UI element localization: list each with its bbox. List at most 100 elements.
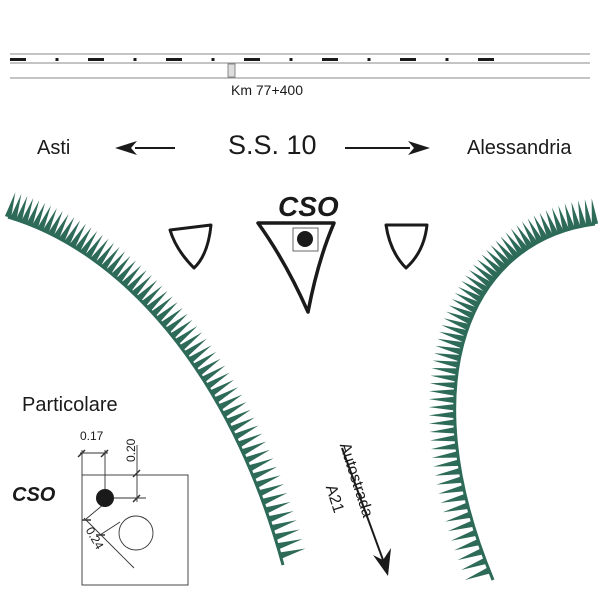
embankment-tooth bbox=[244, 449, 271, 464]
direction-left-label: Asti bbox=[37, 137, 71, 159]
embankment-tooth bbox=[222, 402, 247, 418]
embankment-tooth bbox=[429, 382, 456, 389]
arrow-right-icon bbox=[345, 141, 430, 155]
embankment-tooth bbox=[241, 441, 267, 456]
embankment-tooth bbox=[192, 351, 217, 370]
embankment-tooth bbox=[32, 202, 46, 228]
dimension-vertical: 0.20 bbox=[124, 438, 138, 462]
embankment-tooth bbox=[59, 216, 75, 242]
embankment-tooth bbox=[539, 212, 553, 238]
embankment-tooth bbox=[279, 548, 306, 559]
detail-drawing bbox=[77, 445, 189, 586]
embankment-tooth bbox=[69, 223, 86, 248]
embankment-tooth bbox=[433, 353, 461, 362]
embankment-tooth bbox=[439, 331, 466, 343]
embankment-tooth bbox=[197, 358, 221, 376]
embankment-tooth bbox=[571, 201, 581, 228]
embankment-tooth bbox=[218, 394, 243, 410]
embankment-tooth bbox=[436, 476, 463, 485]
embankment-tooth bbox=[251, 466, 278, 480]
embankment-tooth bbox=[226, 409, 251, 425]
embankment-tooth bbox=[521, 221, 538, 246]
embankment-tooth bbox=[146, 290, 168, 311]
embankment-tooth bbox=[428, 396, 455, 404]
embankment-tooth bbox=[430, 435, 457, 442]
embankment-tooth bbox=[433, 459, 460, 467]
embankment-tooth bbox=[591, 198, 599, 225]
embankment-tooth bbox=[131, 275, 153, 296]
shield-marker-right-icon bbox=[384, 223, 429, 270]
embankment-tooth bbox=[558, 205, 570, 232]
embankment-tooth bbox=[233, 425, 259, 440]
embankment-tooth bbox=[505, 232, 524, 255]
lane-mark bbox=[88, 58, 104, 61]
embankment-tooth bbox=[472, 264, 496, 283]
detail-cso-label: CSO bbox=[12, 484, 56, 506]
cso-point-icon bbox=[297, 231, 313, 247]
km-marker bbox=[227, 63, 236, 78]
lane-mark bbox=[289, 58, 293, 61]
embankment-tooth bbox=[48, 210, 63, 236]
embankment-tooth bbox=[428, 404, 455, 411]
embankment-tooth bbox=[442, 502, 469, 513]
embankment-tooth bbox=[430, 375, 457, 382]
embankment-tooth bbox=[461, 281, 486, 298]
embankment-tooth bbox=[545, 209, 559, 236]
embankment-tooth bbox=[441, 324, 467, 337]
embankment-tooth bbox=[174, 325, 198, 345]
embankment-tooth bbox=[264, 501, 291, 514]
embankment-tooth bbox=[101, 246, 120, 270]
embankment-tooth bbox=[179, 332, 203, 351]
embankment-tooth bbox=[527, 218, 543, 243]
lane-markings bbox=[10, 58, 494, 61]
embankment-tooth bbox=[255, 475, 281, 488]
embankment-tooth bbox=[42, 207, 57, 233]
embankment-tooth bbox=[485, 249, 507, 271]
embankment-tooth bbox=[261, 492, 288, 505]
detail-title: Particolare bbox=[22, 394, 118, 416]
motorway-arrow-icon bbox=[341, 447, 391, 576]
embankment-tooth bbox=[429, 427, 456, 434]
embankment-tooth bbox=[516, 224, 533, 249]
embankment-tooth bbox=[457, 286, 483, 303]
embankment-band bbox=[453, 222, 596, 581]
embankment-tooth bbox=[461, 557, 487, 571]
embankment-tooth bbox=[446, 311, 472, 325]
embankment-tooth bbox=[445, 511, 472, 522]
embankment-tooth bbox=[464, 567, 491, 580]
embankment-tooth bbox=[156, 302, 178, 322]
embankment-tooth bbox=[578, 200, 587, 227]
embankment-tooth bbox=[276, 538, 303, 550]
embankment-tooth bbox=[151, 296, 173, 317]
embankment-tooth bbox=[15, 195, 28, 222]
embankment-tooth bbox=[451, 298, 477, 314]
embankment-tooth bbox=[141, 285, 163, 306]
lane-mark bbox=[133, 58, 137, 61]
embankment-tooth bbox=[450, 529, 477, 541]
embankment-tooth bbox=[121, 265, 142, 287]
embankment-tooth bbox=[428, 419, 456, 426]
lane-mark bbox=[367, 58, 371, 61]
embankment-tooth bbox=[201, 365, 226, 383]
embankment-tooth bbox=[465, 275, 489, 293]
embankment-tooth bbox=[434, 467, 461, 476]
lane-mark bbox=[322, 58, 338, 61]
embankment-tooth bbox=[21, 198, 34, 224]
road-ss10 bbox=[10, 53, 590, 79]
embankment-tooth bbox=[126, 270, 147, 292]
embankment-tooth bbox=[468, 269, 492, 288]
embankment-tooth bbox=[90, 238, 109, 262]
triangle-island-icon bbox=[256, 221, 336, 314]
embankment-tooth bbox=[440, 493, 467, 503]
embankment-tooth bbox=[188, 345, 212, 363]
lane-mark bbox=[166, 58, 182, 61]
lane-mark bbox=[55, 58, 59, 61]
road-name-label: S.S. 10 bbox=[228, 130, 317, 160]
chainage-label: Km 77+400 bbox=[231, 82, 303, 98]
lane-mark bbox=[400, 58, 416, 61]
embankment-tooth bbox=[454, 292, 480, 308]
cso-label: CSO bbox=[278, 191, 339, 222]
lane-mark bbox=[211, 58, 215, 61]
embankment-tooth bbox=[95, 242, 115, 266]
